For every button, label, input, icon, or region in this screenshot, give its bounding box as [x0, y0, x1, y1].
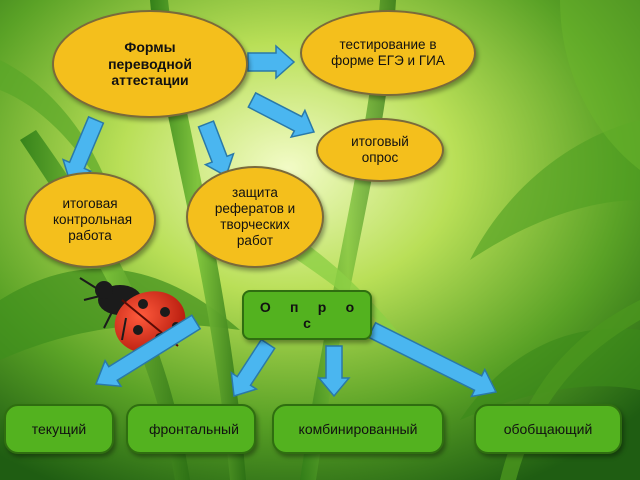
arrow-to-ege-gia: [247, 44, 296, 80]
form-ege-gia-ellipse: тестирование в форме ЕГЭ и ГИА: [300, 10, 476, 96]
survey-type-current: текущий: [4, 404, 114, 454]
survey-type-combined: комбинированный: [272, 404, 444, 454]
survey-type-generalizing: обобщающий: [474, 404, 622, 454]
survey-type-generalizing-label: обобщающий: [503, 420, 593, 437]
form-final-survey-label: итоговый опрос: [351, 134, 409, 165]
arrow-to-current: [94, 314, 202, 388]
form-final-test-label: итоговая контрольная работа: [53, 196, 133, 243]
arrow-to-frontal: [230, 338, 276, 397]
arrow-to-generalizing: [367, 321, 498, 398]
survey-type-frontal: фронтальный: [126, 404, 256, 454]
form-essay-defense-label: защита рефератов и творческих работ: [214, 185, 296, 248]
survey-label: О п р о с: [259, 298, 362, 331]
survey-type-combined-label: комбинированный: [298, 420, 418, 437]
form-final-test-ellipse: итоговая контрольная работа: [24, 172, 156, 268]
root-forms-ellipse: Формы переводной аттестации: [52, 10, 248, 118]
survey-type-frontal-label: фронтальный: [149, 420, 239, 437]
survey-box: О п р о с: [242, 290, 372, 340]
form-final-survey-ellipse: итоговый опрос: [316, 118, 444, 182]
survey-type-current-label: текущий: [31, 420, 87, 437]
arrow-to-essay-defense: [197, 120, 235, 178]
arrow-to-final-survey: [247, 91, 316, 139]
arrow-to-combined: [317, 345, 351, 398]
form-essay-defense-ellipse: защита рефератов и творческих работ: [186, 166, 324, 268]
form-ege-gia-label: тестирование в форме ЕГЭ и ГИА: [331, 37, 445, 68]
root-forms-label: Формы переводной аттестации: [108, 39, 192, 89]
